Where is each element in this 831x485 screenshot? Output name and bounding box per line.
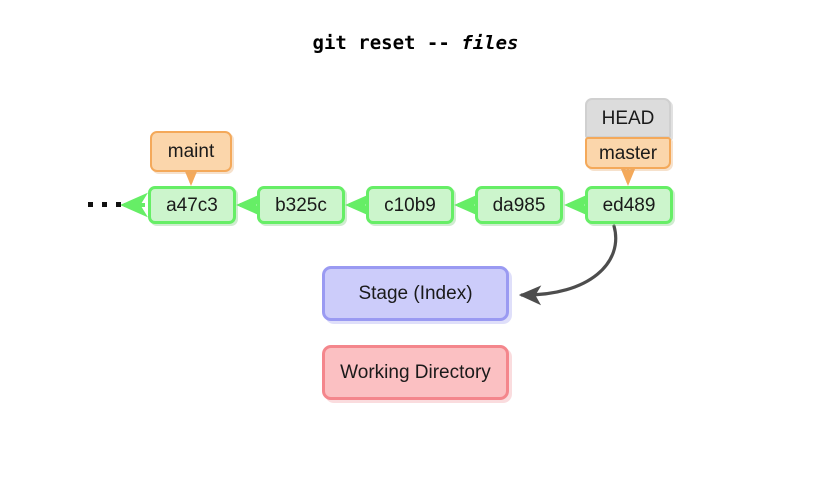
branch-label-maint[interactable]: maint	[150, 131, 232, 172]
branch-label-master[interactable]: master	[585, 137, 671, 169]
title-argument: files	[461, 32, 519, 54]
working-directory-box[interactable]: Working Directory	[322, 345, 509, 400]
page-title: git reset -- files	[0, 32, 831, 54]
arrow-ed489-to-stage	[518, 224, 618, 306]
commit-node-b325c[interactable]: b325c	[257, 186, 345, 224]
reset-action-arrow	[518, 224, 618, 306]
ellipsis-dot	[116, 202, 121, 207]
ellipsis-dots	[88, 202, 121, 207]
commit-node-a47c3[interactable]: a47c3	[148, 186, 236, 224]
title-command: git reset --	[312, 32, 462, 54]
stage-index-box[interactable]: Stage (Index)	[322, 266, 509, 321]
commit-node-ed489[interactable]: ed489	[585, 186, 673, 224]
commit-node-c10b9[interactable]: c10b9	[366, 186, 454, 224]
ellipsis-dot	[88, 202, 93, 207]
ellipsis-dot	[102, 202, 107, 207]
head-label[interactable]: HEAD	[585, 98, 671, 138]
branch-pointer-arrows	[182, 165, 637, 186]
commit-node-da985[interactable]: da985	[475, 186, 563, 224]
